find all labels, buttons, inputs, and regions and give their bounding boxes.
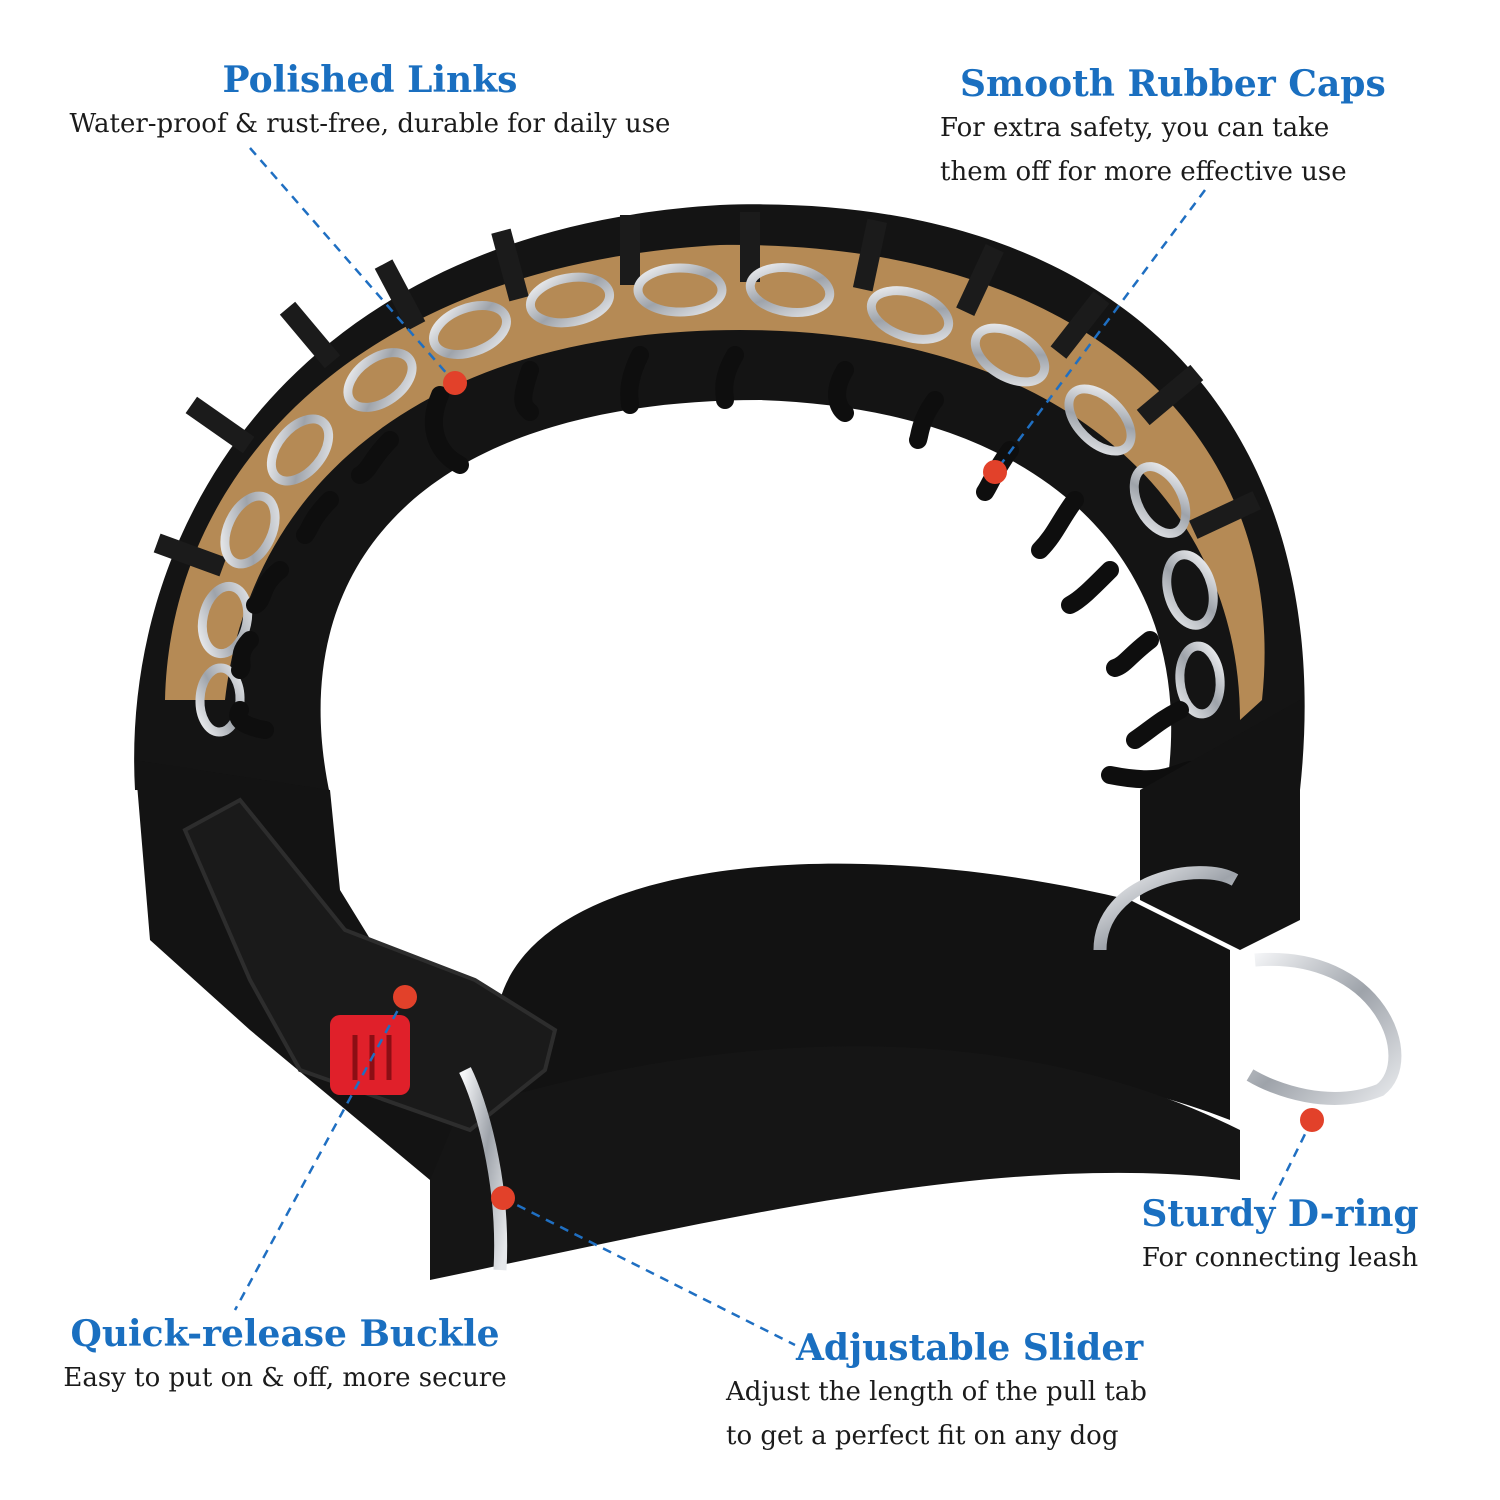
feature-quick-release-buckle: Quick-release Buckle Easy to put on & of… [20, 1312, 550, 1400]
feature-description: For connecting leash [1141, 1243, 1419, 1273]
d-ring [1246, 952, 1402, 1105]
feature-d-ring: Sturdy D-ring For connecting leash [1110, 1192, 1450, 1280]
padding-stitch-stripes [153, 212, 1261, 577]
feature-description-line-2: to get a perfect fit on any dog [726, 1421, 1119, 1451]
callout-dot-slider [491, 1186, 515, 1210]
upper-d-ring [1093, 866, 1239, 951]
feature-description-line-1: Adjust the length of the pull tab [726, 1377, 1147, 1407]
callout-dot-d-ring [1300, 1108, 1324, 1132]
feature-description: Easy to put on & off, more secure [63, 1363, 507, 1393]
callout-dot-rubber-caps [983, 460, 1007, 484]
feature-description: Water-proof & rust-free, durable for dai… [69, 109, 671, 139]
leader-slider [502, 1196, 796, 1347]
feature-title: Quick-release Buckle [70, 1313, 500, 1355]
feature-title: Sturdy D-ring [1141, 1193, 1419, 1235]
slider-ring [459, 1067, 508, 1271]
feature-adjustable-slider: Adjustable Slider Adjust the length of t… [726, 1326, 1226, 1458]
feature-title: Polished Links [222, 59, 518, 101]
feature-rubber-caps: Smooth Rubber Caps For extra safety, you… [940, 62, 1440, 194]
leader-polished-links [249, 147, 456, 384]
leader-buckle [233, 996, 407, 1311]
callout-dot-buckle [393, 985, 417, 1009]
chrome-links [195, 263, 1225, 737]
buckle-illustration [182, 797, 558, 1133]
callout-dots [393, 371, 1324, 1210]
callout-dot-polished-links [443, 371, 467, 395]
feature-title: Smooth Rubber Caps [960, 63, 1386, 105]
leader-lines [233, 147, 1314, 1347]
feature-title: Adjustable Slider [796, 1327, 1144, 1369]
leader-rubber-caps [993, 189, 1207, 473]
metal-rings [459, 866, 1402, 1271]
feature-polished-links: Polished Links Water-proof & rust-free, … [10, 58, 730, 146]
feature-description-line-2: them off for more effective use [940, 157, 1347, 187]
feature-description-line-1: For extra safety, you can take [940, 113, 1330, 143]
